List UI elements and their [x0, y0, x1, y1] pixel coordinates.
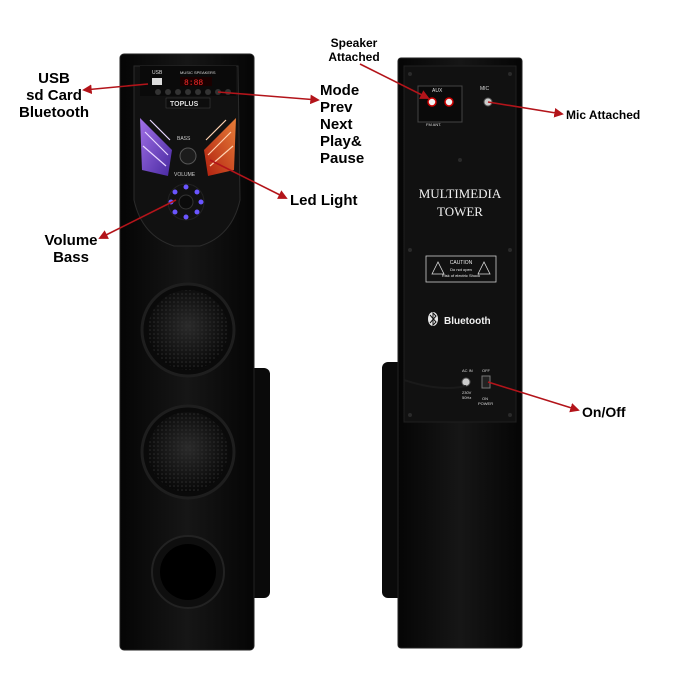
aux-jack-left[interactable] — [427, 97, 437, 107]
callout-mode-line-5: Pause — [320, 150, 365, 167]
arrow-led — [209, 159, 288, 199]
callout-mode-line-3: Next — [320, 116, 353, 133]
power-label: POWER — [478, 401, 493, 406]
ac-socket — [461, 377, 471, 387]
usb-port-label: USB — [152, 70, 163, 76]
voltage-label: 230V — [462, 390, 472, 395]
on-label: ON — [482, 396, 488, 401]
aux-jack-right[interactable] — [444, 97, 454, 107]
arrow-onoff — [487, 381, 580, 413]
callout-mic: Mic Attached — [566, 108, 641, 122]
callout-volume-line-2: Bass — [53, 249, 89, 266]
arrow-usb — [82, 83, 149, 95]
callout-led: Led Light — [290, 192, 358, 209]
callout-speaker-line-1: Speaker — [330, 36, 378, 50]
front-speaker: USB MUSIC SPEAKERS 8:88 TOPLUS BASS VOLU… — [119, 53, 270, 651]
callout-usb-line-3: Bluetooth — [19, 104, 89, 121]
power-cable — [403, 379, 467, 389]
bluetooth-logo-icon — [428, 311, 438, 327]
arrow-mic — [487, 101, 564, 118]
button-row[interactable] — [155, 89, 231, 95]
callout-volume: Volume Bass — [36, 232, 106, 266]
callout-usb-line-1: USB — [38, 70, 70, 87]
led-wing-left — [140, 118, 172, 176]
mic-label: MIC — [480, 86, 490, 92]
volume-label: VOLUME — [174, 172, 196, 178]
caution-title: CAUTION — [450, 260, 473, 266]
callout-arrows — [82, 63, 580, 413]
off-label: OFF — [482, 368, 491, 373]
led-display: 8:88 — [184, 79, 203, 88]
back-panel — [403, 65, 517, 423]
frequency-label: 50Hz — [462, 395, 471, 400]
callout-mode-line-4: Play& — [320, 133, 362, 150]
callout-mode: Mode Prev Next Play& Pause — [320, 82, 364, 167]
brand-logo: TOPLUS — [170, 101, 199, 108]
caution-line-1: Do not open — [450, 267, 472, 272]
callout-speaker: Speaker Attached — [318, 36, 390, 64]
caution-line-2: Risk of electric Shock — [442, 273, 480, 278]
callout-volume-line-1: Volume — [44, 232, 98, 249]
bass-knob[interactable] — [179, 147, 197, 165]
tower-title: TOWER — [437, 204, 483, 219]
callout-usb-line-2: sd Card — [26, 87, 82, 104]
usb-port-icon — [152, 78, 162, 85]
callout-usb: USB sd Card Bluetooth — [12, 70, 96, 121]
ac-in-label: AC IN — [462, 368, 473, 373]
arrow-speaker — [359, 63, 430, 99]
callout-mode-line-2: Prev — [320, 99, 353, 116]
callout-mode-line-1: Mode — [320, 82, 360, 99]
multimedia-title: MULTIMEDIA — [419, 186, 502, 201]
callout-onoff: On/Off — [582, 404, 626, 420]
warning-icon-left — [431, 261, 445, 275]
volume-led-ring — [168, 184, 204, 220]
bluetooth-label: Bluetooth — [444, 316, 491, 327]
callout-speaker-line-2: Attached — [328, 50, 380, 64]
warning-icon-right — [477, 261, 491, 275]
aux-label: AUX — [432, 88, 443, 94]
caution-box — [425, 255, 497, 283]
arrow-mode — [217, 91, 320, 105]
music-speakers-label: MUSIC SPEAKERS — [180, 70, 216, 75]
back-speaker: AUX FM ANT. MIC MULTIMEDIA TOWER CAUTION… — [382, 57, 523, 649]
fm-antenna-label: FM ANT. — [426, 122, 441, 127]
arrow-volume — [98, 199, 177, 239]
bass-label: BASS — [177, 136, 191, 142]
